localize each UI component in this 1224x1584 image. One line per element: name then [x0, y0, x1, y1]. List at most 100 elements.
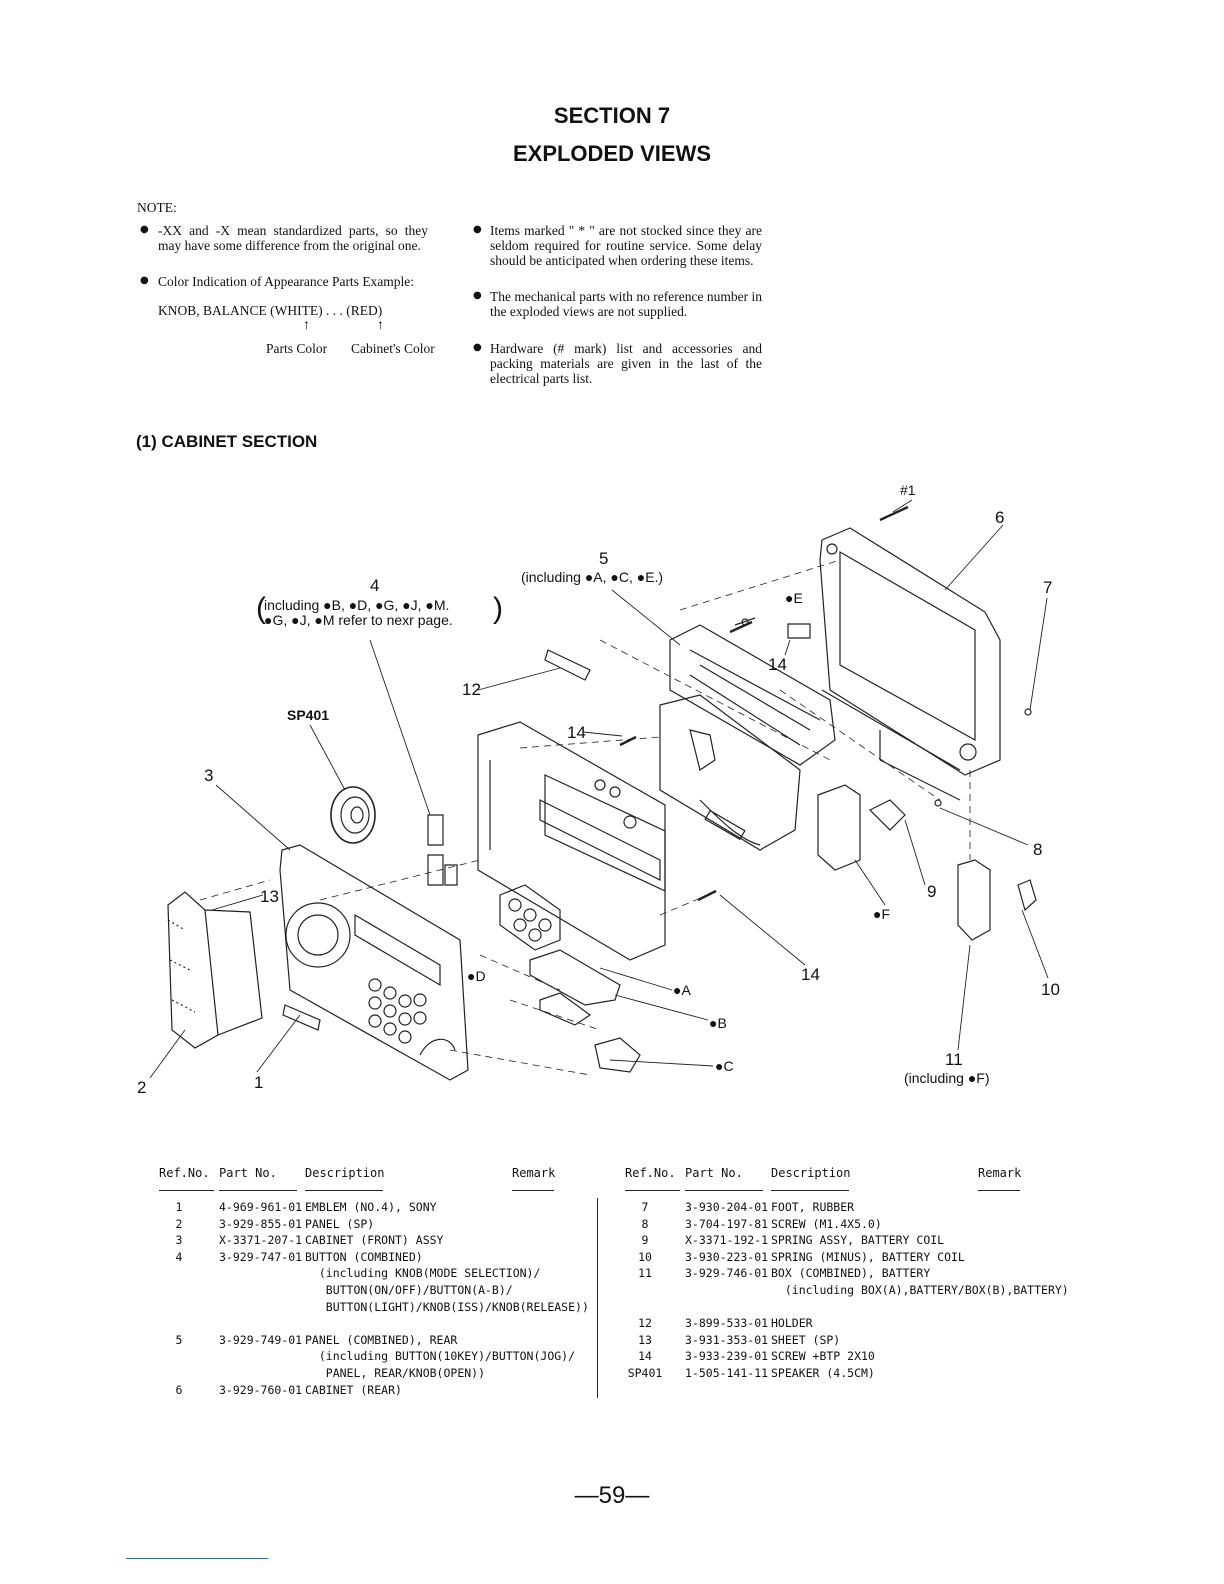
cell-part: 3-929-747-01	[219, 1249, 303, 1264]
cell-desc: BUTTON(LIGHT)/KNOB(ISS)/KNOB(RELEASE))	[305, 1299, 589, 1314]
cell-ref: 3	[175, 1233, 183, 1248]
ref-10-label: 10	[1041, 980, 1060, 999]
col-header-ref: Ref.No.	[159, 1166, 210, 1180]
header-rule	[159, 1190, 214, 1191]
rear-cabinet-part	[820, 528, 1000, 800]
ref-9-label: 9	[927, 882, 937, 901]
header-rule	[685, 1190, 763, 1191]
speaker-part	[331, 787, 375, 843]
cell-desc: (including BOX(A),BATTERY/BOX(B),BATTERY…	[771, 1283, 1069, 1297]
cell-part: 3-929-749-01	[219, 1332, 303, 1347]
cell-desc: SHEET (SP)	[771, 1332, 841, 1347]
col-header-desc: Description	[771, 1166, 851, 1180]
cell-part: 4-969-961-01	[219, 1200, 303, 1214]
cell-part: 3-930-223-01	[685, 1249, 769, 1264]
marker-a: ●A	[673, 982, 691, 998]
exploded-view-diagram	[0, 460, 1224, 1110]
marker-b: ●B	[709, 1015, 727, 1031]
cell-desc: PANEL (SP)	[305, 1216, 375, 1231]
ref-5-label: 5	[599, 549, 609, 568]
header-rule	[512, 1190, 554, 1191]
cell-desc: EMBLEM (NO.4), SONY	[305, 1200, 437, 1214]
cell-ref: 13	[638, 1332, 652, 1347]
cell-part: 3-930-204-01	[685, 1200, 769, 1214]
right-paren: )	[493, 592, 503, 625]
cell-ref: 12	[638, 1316, 652, 1331]
bullet-icon: ●	[140, 275, 149, 286]
cell-part: 3-929-760-01	[219, 1382, 303, 1397]
bullet-icon: ●	[140, 224, 149, 235]
front-cabinet-part	[280, 845, 468, 1080]
cell-desc: BOX (COMBINED), BATTERY	[771, 1266, 931, 1281]
cell-desc: SPEAKER (4.5CM)	[771, 1366, 875, 1380]
arrow-up-icon: ↑	[303, 318, 310, 333]
bullet-icon: ●	[473, 342, 482, 353]
cell-desc: PANEL, REAR/KNOB(OPEN))	[305, 1366, 486, 1380]
cell-desc: SPRING (MINUS), BATTERY COIL	[771, 1249, 965, 1264]
rear-panel-part	[670, 618, 835, 765]
cell-ref: SP401	[627, 1366, 663, 1380]
note-example-line: KNOB, BALANCE (WHITE) . . . (RED)	[158, 303, 383, 318]
bullet-icon: ●	[473, 224, 482, 235]
marker-c: ●C	[715, 1058, 734, 1074]
cell-desc: PANEL (COMBINED), REAR	[305, 1332, 458, 1347]
cell-desc: BUTTON(ON/OFF)/BUTTON(A-B)/	[305, 1283, 513, 1297]
mechanism-part	[660, 695, 800, 850]
battery-box-part	[818, 785, 1036, 940]
cell-ref: 11	[638, 1266, 652, 1281]
cell-ref: 2	[175, 1216, 183, 1231]
button-board-part	[500, 885, 640, 1072]
marker-d: ●D	[467, 968, 486, 984]
hardware-label: #1	[900, 482, 916, 498]
table-divider	[597, 1198, 598, 1398]
header-rule	[305, 1190, 383, 1191]
ref-14-label: 14	[768, 655, 787, 674]
cell-desc: CABINET (REAR)	[305, 1382, 402, 1397]
ref-14-label: 14	[567, 723, 586, 742]
cell-desc: HOLDER	[771, 1316, 813, 1331]
leader-lines	[150, 500, 1048, 1078]
cell-part: 3-929-746-01	[685, 1266, 769, 1281]
cell-ref: 5	[175, 1332, 183, 1347]
header-rule	[625, 1190, 680, 1191]
ref-5-including: (including ●A, ●C, ●E.)	[521, 569, 664, 585]
note-label: NOTE:	[137, 200, 177, 215]
section-title: EXPLODED VIEWS	[512, 141, 712, 166]
ref-8-label: 8	[1033, 840, 1043, 859]
screw-parts	[620, 507, 1031, 900]
cabinet-color-label: Cabinet's Color	[351, 341, 435, 356]
section-number: SECTION 7	[553, 103, 671, 128]
cell-ref: 14	[638, 1349, 652, 1364]
cell-ref: 4	[175, 1249, 183, 1264]
arrow-up-icon: ↑	[377, 318, 384, 333]
col-header-desc: Description	[305, 1166, 385, 1180]
cell-part: 1-505-141-11	[685, 1366, 769, 1380]
button-combined-part	[428, 815, 457, 885]
cell-desc: (including KNOB(MODE SELECTION)/	[305, 1266, 541, 1281]
cell-desc: BUTTON (COMBINED)	[305, 1249, 423, 1264]
parts-color-label: Parts Color	[266, 341, 328, 356]
subsection-title: (1) CABINET SECTION	[136, 432, 318, 451]
holder-part	[545, 650, 590, 680]
speaker-ref-label: SP401	[287, 707, 330, 723]
marker-e: ●E	[785, 590, 803, 606]
col-header-remark: Remark	[512, 1166, 556, 1180]
header-rule	[978, 1190, 1020, 1191]
cell-desc: SPRING ASSY, BATTERY COIL	[771, 1233, 945, 1248]
cell-part: 3-704-197-81	[685, 1216, 769, 1231]
ref-6-label: 6	[995, 508, 1005, 527]
note-right-1: Items marked " * " are not stocked since…	[490, 223, 762, 268]
cell-desc: SCREW +BTP 2X10	[771, 1349, 875, 1364]
cell-ref: 8	[641, 1216, 649, 1231]
ref-7-label: 7	[1043, 578, 1053, 597]
guide-lines	[200, 560, 970, 1075]
ref-1-label: 1	[254, 1073, 264, 1092]
cell-ref: 10	[638, 1249, 652, 1264]
speaker-panel-part	[168, 892, 262, 1048]
cell-ref: 6	[175, 1382, 183, 1397]
cell-desc: FOOT, RUBBER	[771, 1200, 855, 1214]
ref-4-including-2: ●G, ●J, ●M refer to nexr page.	[264, 612, 453, 628]
cell-ref: 1	[175, 1200, 183, 1214]
header-rule	[771, 1190, 849, 1191]
cell-part: X-3371-207-1	[219, 1233, 303, 1248]
